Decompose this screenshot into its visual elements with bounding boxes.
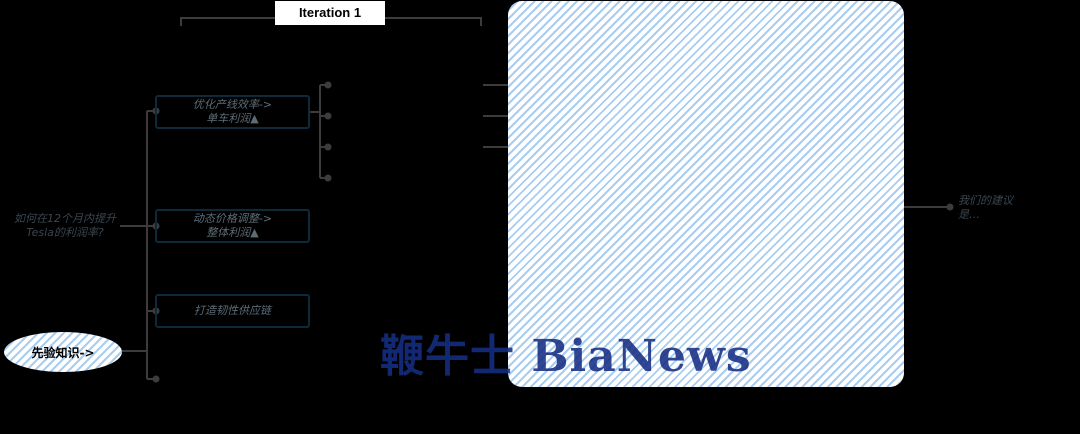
prior-knowledge-pill[interactable]: 先验知识-> (4, 332, 122, 372)
branch-production-efficiency[interactable]: 优化产线效率-> 单车利润▲ (155, 95, 310, 129)
root-question-line1: 如何在12个月内提升 (14, 212, 116, 225)
root-question-line2: Tesla的利润率? (26, 226, 104, 239)
branch-label-line2: 整体利润▲ (206, 226, 259, 239)
branch-dynamic-pricing[interactable]: 动态价格调整-> 整体利润▲ (155, 209, 310, 243)
branch-label-line2: 单车利润▲ (206, 112, 259, 125)
branch-label-line1: 打造韧性供应链 (194, 304, 271, 317)
iteration-content-panel (508, 1, 904, 387)
branch-resilient-supply-chain[interactable]: 打造韧性供应链 (155, 294, 310, 328)
conclusion-text: 我们的建议 是… (958, 194, 1038, 222)
iteration-label: Iteration 1 (275, 1, 385, 25)
conclusion-line1: 我们的建议 (958, 194, 1013, 207)
prior-knowledge-label: 先验知识-> (31, 345, 95, 360)
watermark-logo: 鞭牛士 BiaNews (380, 331, 752, 382)
conclusion-line2: 是… (958, 208, 980, 221)
root-question: 如何在12个月内提升 Tesla的利润率? (10, 212, 120, 240)
branch-label-line1: 动态价格调整-> (192, 212, 273, 225)
branch-label-line1: 优化产线效率-> (192, 98, 273, 111)
